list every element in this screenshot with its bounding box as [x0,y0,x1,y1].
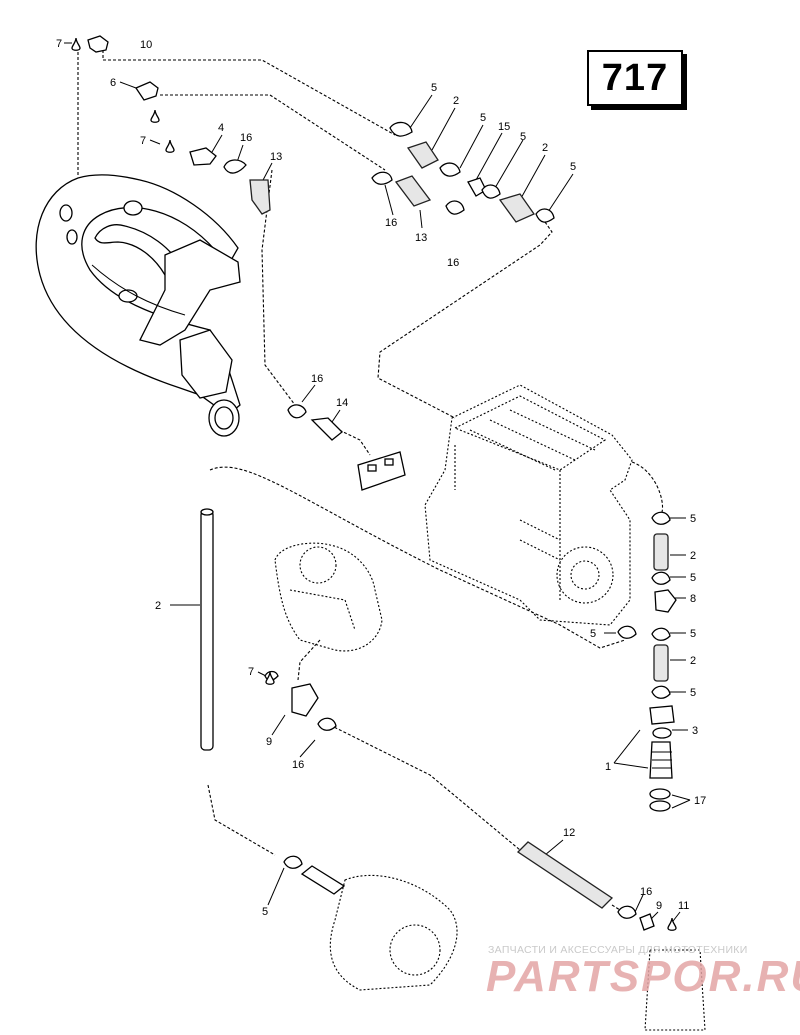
callout-16-f: 16 [640,886,652,898]
callout-5-h: 5 [690,628,696,640]
callout-7-top: 7 [56,38,62,50]
callout-10: 10 [140,39,152,51]
diagram-number: 717 [601,56,669,99]
callout-13-b: 13 [415,232,427,244]
sealant-drops [71,37,677,931]
callout-7-second: 7 [140,135,146,147]
callout-16-c: 16 [447,257,459,269]
callout-16-b: 16 [385,217,397,229]
elbow-9 [264,670,337,731]
callout-12: 12 [563,827,575,839]
callout-15: 15 [498,121,510,133]
callout-5-j: 5 [262,906,268,918]
callout-5-e: 5 [690,513,696,525]
callout-2-d: 2 [690,655,696,667]
watermark-logo: PARTSPOR.RU [486,952,800,1001]
callout-9-a: 9 [266,736,272,748]
valve-14-bracket [287,404,406,491]
callout-4: 4 [218,122,224,134]
callout-3: 3 [692,725,698,737]
callout-9-b: 9 [656,900,662,912]
callout-13-top: 13 [270,151,282,163]
muffler-assembly [35,174,241,437]
callout-1: 1 [605,761,611,773]
callout-2-b: 2 [542,142,548,154]
callout-5-c: 5 [520,131,526,143]
callout-2-c: 2 [690,550,696,562]
callout-6: 6 [110,77,116,89]
callout-11: 11 [678,900,689,912]
pump-housing [274,542,383,652]
right-fitting-stack [617,511,677,812]
callout-5-i: 5 [690,687,696,699]
callout-5-b: 5 [480,112,486,124]
callout-5-f: 5 [690,572,696,584]
callout-16-top: 16 [240,132,252,144]
engine-block [424,384,633,626]
callout-5-g: 5 [590,628,596,640]
hose-12 [516,841,614,909]
callout-7-c: 7 [248,666,254,678]
callout-8: 8 [690,593,696,605]
callout-2-e: 2 [155,600,161,612]
diagram-number-box: 717 [587,50,683,106]
lower-assembly [283,855,706,1031]
callout-16-d: 16 [311,373,323,385]
callout-14: 14 [336,397,348,409]
callout-labels: 7 10 6 7 4 16 13 5 2 5 15 5 2 5 16 13 16… [56,38,706,918]
callout-5-a: 5 [431,82,437,94]
callout-2-a: 2 [453,95,459,107]
callout-17: 17 [694,795,706,807]
watermark-tagline: ЗАПЧАСТИ И АКСЕССУАРЫ ДЛЯ МОТОТЕХНИКИ [488,944,748,956]
callout-16-e: 16 [292,759,304,771]
long-hose-2 [200,508,214,751]
routing-lines [77,45,664,911]
top-hose-set [87,35,555,223]
callout-5-d: 5 [570,161,576,173]
